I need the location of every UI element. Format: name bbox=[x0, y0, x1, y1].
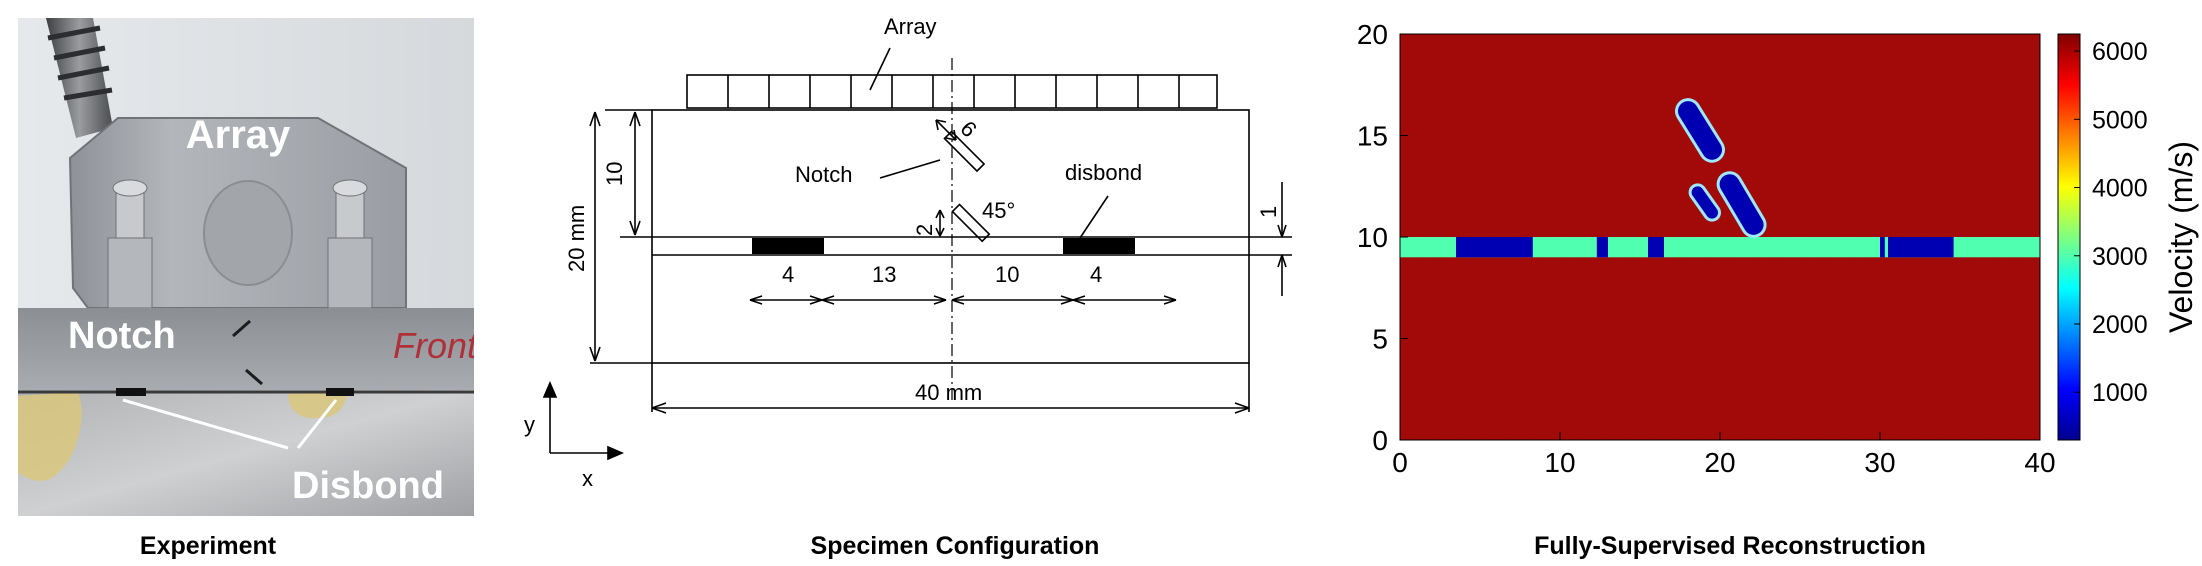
x-tick-label-2: 20 bbox=[1704, 447, 1735, 478]
y-tick-label-0: 0 bbox=[1372, 425, 1388, 456]
x-tick-label-4: 40 bbox=[2024, 447, 2055, 478]
right-screw bbox=[327, 179, 373, 309]
plot-area bbox=[1400, 34, 2040, 440]
disbond-region-1 bbox=[1596, 237, 1608, 258]
axis-x-label: x bbox=[582, 466, 593, 491]
notch-region-2 bbox=[1691, 186, 1718, 219]
disbond-marker-right bbox=[326, 388, 354, 396]
cable-connector bbox=[46, 18, 113, 138]
disbond-pointer bbox=[1079, 195, 1109, 239]
axis-y-label: y bbox=[524, 412, 535, 437]
disbond-region-3 bbox=[1880, 237, 1885, 258]
notch-region-1 bbox=[1719, 174, 1764, 235]
colorbar-tick-label-0: 1000 bbox=[2092, 379, 2148, 407]
caption-reconstruction: Fully-Supervised Reconstruction bbox=[1534, 532, 1926, 560]
x-tick-label-3: 30 bbox=[1864, 447, 1895, 478]
dim-notch-offset: 2 bbox=[912, 224, 937, 236]
schematic-array-elements bbox=[727, 75, 1180, 108]
colorbar-label: Velocity (m/s) bbox=[2163, 141, 2199, 333]
reconstruction-heatmap: 0 10 20 30 40 0 5 10 15 20 1000 2000 3000 4000 5000 60… bbox=[1357, 19, 2199, 478]
plot-axes: 0 10 20 30 40 0 5 10 15 20 bbox=[1357, 19, 2056, 478]
photo-notch-label: Notch bbox=[68, 315, 176, 357]
dim-array-height: 10 bbox=[602, 162, 627, 186]
dim-total-height: 20 mm bbox=[564, 205, 589, 272]
glue-center bbox=[288, 392, 348, 419]
schematic-disbond-right bbox=[1063, 238, 1135, 254]
notch-pointer bbox=[879, 159, 941, 179]
schematic-notch-lower bbox=[951, 203, 991, 243]
disbond-marker-left bbox=[116, 388, 146, 396]
notch-mark-bottom bbox=[245, 368, 263, 386]
schematic-disbond-label: disbond bbox=[1065, 160, 1142, 185]
dim-disbond-thickness: 1 bbox=[1256, 206, 1281, 218]
angle-label: 45° bbox=[982, 198, 1015, 223]
notch-mark-top bbox=[232, 319, 251, 338]
disbond-region-4 bbox=[1888, 237, 1954, 258]
dim-left-disbond: 4 bbox=[782, 262, 794, 287]
disbond-region-0 bbox=[1456, 237, 1533, 258]
glue-left bbox=[18, 392, 82, 481]
caption-experiment: Experiment bbox=[139, 532, 277, 560]
y-tick-label-4: 20 bbox=[1357, 19, 1388, 50]
photo-front-handwriting: Front bbox=[393, 325, 474, 366]
y-tick-label-2: 10 bbox=[1357, 222, 1388, 253]
dim-width: 40 mm bbox=[915, 380, 982, 405]
photo-disbond-label: Disbond bbox=[292, 465, 444, 507]
colorbar-tick-label-5: 6000 bbox=[2092, 38, 2148, 66]
schematic-array-label: Array bbox=[884, 14, 937, 39]
dim-gap-left: 13 bbox=[872, 262, 896, 287]
specimen-plate bbox=[18, 308, 474, 390]
array-pointer bbox=[869, 47, 891, 91]
schematic-notch-label: Notch bbox=[795, 162, 852, 187]
colorbar-gradient bbox=[2057, 33, 2081, 441]
colorbar-tick-label-2: 3000 bbox=[2092, 243, 2148, 271]
colorbar-tick-label-1: 2000 bbox=[2092, 311, 2148, 339]
colorbar-tick-label-4: 5000 bbox=[2092, 106, 2148, 134]
specimen-base bbox=[18, 390, 474, 516]
disbond-pointer-left bbox=[122, 398, 289, 450]
colorbar-tick-label-3: 4000 bbox=[2092, 175, 2148, 203]
y-tick-label-1: 5 bbox=[1372, 324, 1388, 355]
dim-right-disbond: 4 bbox=[1090, 262, 1102, 287]
schematic-disbond-left bbox=[752, 238, 824, 254]
dim-gap-right: 10 bbox=[995, 262, 1019, 287]
photo-array-label: Array bbox=[186, 113, 291, 157]
disbond-region-2 bbox=[1648, 237, 1664, 258]
experiment-photo: Array Notch Front Disbond bbox=[18, 18, 474, 516]
caption-specimen: Specimen Configuration bbox=[810, 532, 1100, 560]
specimen-schematic: Array Notch disbond 10 6 2 45° 20 mm 1 4… bbox=[524, 14, 1292, 491]
schematic-notch-upper bbox=[943, 130, 986, 173]
array-window bbox=[203, 180, 293, 286]
left-screw bbox=[107, 179, 153, 309]
x-tick-label-0: 0 bbox=[1392, 447, 1408, 478]
disbond-pointer-right bbox=[296, 399, 338, 449]
y-tick-label-3: 15 bbox=[1357, 121, 1388, 152]
notch-region-0 bbox=[1678, 101, 1722, 160]
x-tick-label-1: 10 bbox=[1544, 447, 1575, 478]
